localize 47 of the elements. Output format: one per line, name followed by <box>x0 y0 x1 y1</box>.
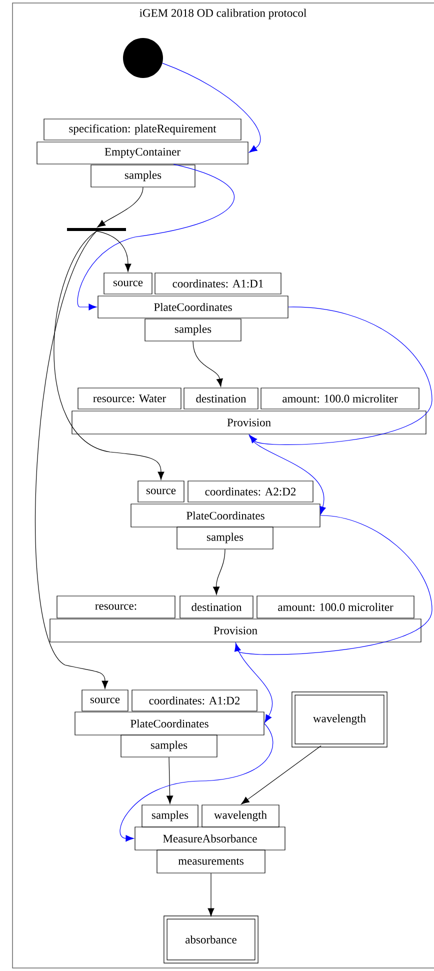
arrow <box>35 230 108 689</box>
arrow <box>54 230 164 480</box>
pin-box: wavelength <box>202 804 280 828</box>
pin-box: destination <box>180 596 254 618</box>
pin-box: destination <box>184 388 258 410</box>
pin-box: source <box>82 690 128 712</box>
arrow <box>162 62 261 153</box>
pin-box: specification: plateRequirement <box>44 118 242 140</box>
arrow <box>208 873 214 916</box>
pin-box: source <box>104 272 152 294</box>
arrow <box>241 746 322 804</box>
start-circle <box>123 38 163 78</box>
arrow <box>166 757 174 804</box>
activity-box: EmptyContainer <box>36 142 248 164</box>
arrow <box>248 434 326 515</box>
pin-box: coordinates: A2:D2 <box>188 480 314 502</box>
title: iGEM 2018 OD calibration protocol <box>140 8 306 20</box>
parameter-box: absorbance <box>164 916 258 964</box>
arrow <box>97 186 144 228</box>
parameter-box: wavelength <box>292 692 388 748</box>
pin-box: resource: <box>56 596 176 618</box>
pin-box: measurements <box>156 850 266 874</box>
activity-box: PlateCoordinates <box>98 296 288 318</box>
pin-box: coordinates: A1:D1 <box>154 272 282 294</box>
activity-box: Provision <box>50 618 422 642</box>
activity-box: PlateCoordinates <box>74 712 264 736</box>
pin-box: samples <box>120 734 218 758</box>
pin-box: amount: 100.0 microliter <box>260 388 420 410</box>
arrow <box>120 723 274 842</box>
arrow <box>235 642 273 723</box>
arrow <box>77 164 234 310</box>
pin-box: samples <box>142 804 198 828</box>
arrow <box>249 306 432 445</box>
pin-box: source <box>138 480 184 502</box>
pin-box: coordinates: A1:D2 <box>132 690 258 712</box>
pin-box: samples <box>176 526 274 550</box>
arrow <box>96 230 132 272</box>
arrow <box>213 549 226 595</box>
activity-box: Provision <box>72 410 426 434</box>
pin-box: samples <box>90 164 196 188</box>
arrow <box>192 341 223 387</box>
arrow <box>234 515 432 655</box>
pin-box: samples <box>144 318 242 342</box>
pin-box: amount: 100.0 microliter <box>256 596 414 618</box>
activity-box: PlateCoordinates <box>130 504 320 528</box>
pin-box: resource: Water <box>78 388 182 410</box>
activity-box: MeasureAbsorbance <box>134 826 286 850</box>
